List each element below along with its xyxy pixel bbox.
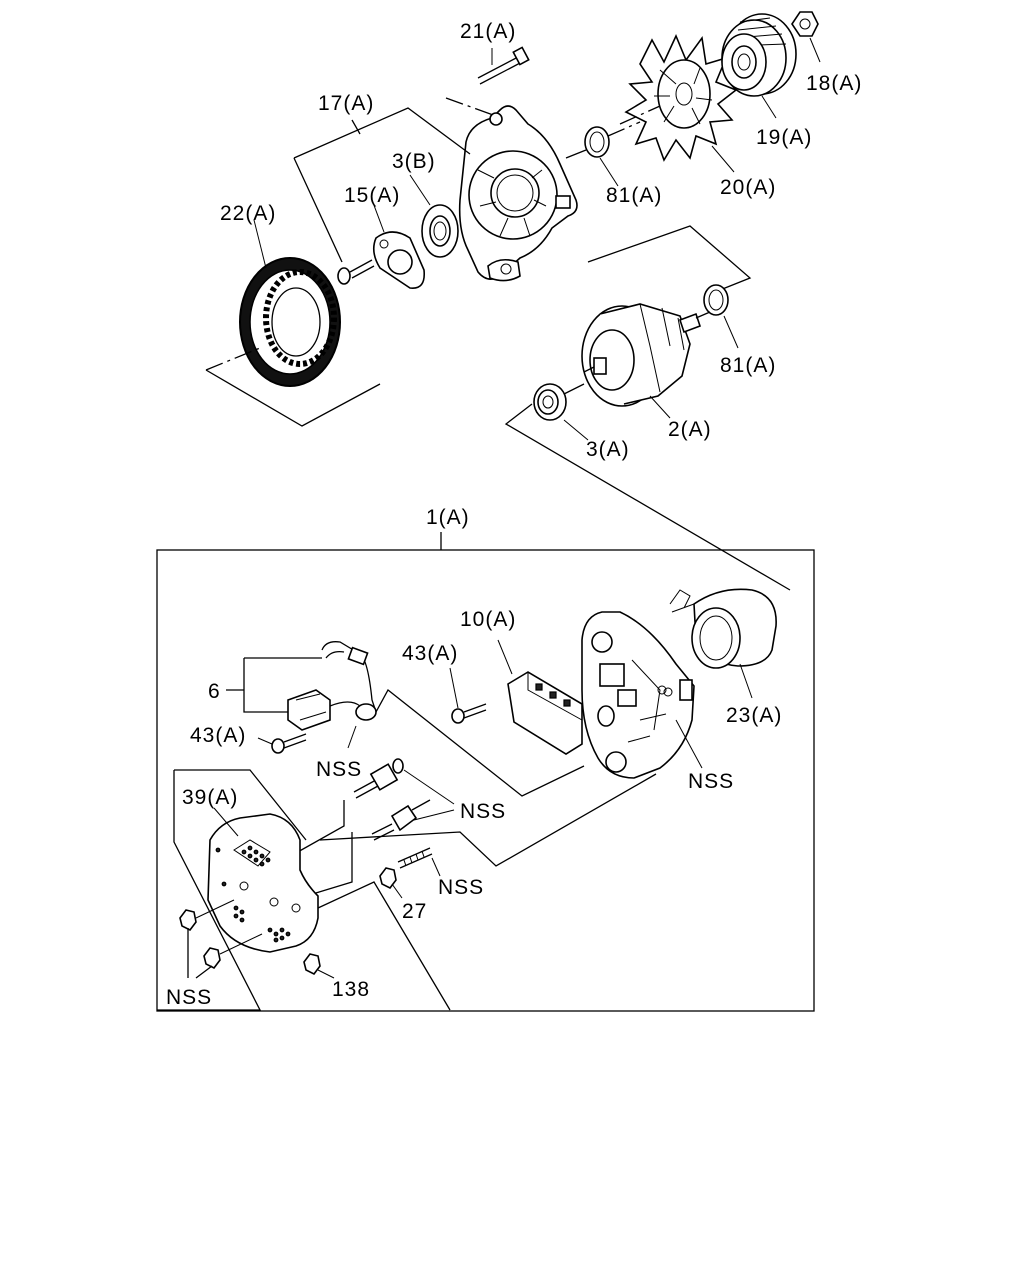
stator-22	[239, 219, 341, 387]
label-18: 18(A)	[806, 72, 862, 95]
label-17: 17(A)	[318, 92, 374, 115]
leader-nut-b	[219, 933, 263, 955]
label-3a: 3(A)	[586, 438, 630, 461]
label-81-upper: 81(A)	[606, 184, 662, 207]
spacer-81-lower	[703, 284, 739, 349]
label-138: 138	[332, 978, 370, 1001]
label-nss-regulator: NSS	[316, 758, 362, 781]
terminal-bolt-lower	[371, 799, 455, 841]
terminal-bolt-upper	[353, 758, 455, 805]
label-21: 21(A)	[460, 20, 516, 43]
label-23: 23(A)	[726, 704, 782, 727]
label-nss-terminal: NSS	[460, 800, 506, 823]
leader-dash-22	[205, 347, 261, 371]
bearing-3b	[409, 174, 459, 258]
leader-bottom	[317, 881, 451, 1011]
leader-rotor-top	[587, 225, 752, 291]
label-nss-nuts: NSS	[166, 986, 212, 1009]
bolt-21	[477, 46, 530, 85]
rotor-2	[581, 303, 711, 419]
regulator-6	[226, 641, 377, 749]
leader-dash-21	[445, 97, 497, 117]
retainer-plate-15	[371, 199, 426, 289]
label-22: 22(A)	[220, 202, 276, 225]
label-3b: 3(B)	[392, 150, 436, 173]
rectifier-dots	[215, 845, 291, 943]
label-6: 6	[208, 680, 221, 703]
cooling-fan-20	[624, 34, 738, 173]
rear-frame	[581, 611, 703, 779]
rear-bearing-holder-23	[669, 588, 777, 699]
leader-nut-a	[195, 899, 235, 919]
spacer-81-upper	[565, 121, 641, 187]
assembly-box-1	[156, 549, 815, 1012]
label-nss-frame: NSS	[688, 770, 734, 793]
nut-138	[303, 953, 335, 979]
label-10: 10(A)	[460, 608, 516, 631]
label-nss-stud: NSS	[438, 876, 484, 899]
pulley-19	[721, 13, 797, 119]
screw-15	[337, 259, 375, 285]
rectifier-39	[157, 769, 319, 1011]
screw-43-upper	[449, 667, 487, 724]
leader-regulator	[375, 689, 585, 797]
leader-to-frame	[319, 773, 657, 867]
label-43-upper: 43(A)	[402, 642, 458, 665]
nut-18	[791, 11, 821, 63]
label-39: 39(A)	[182, 786, 238, 809]
bracket-17	[293, 107, 471, 263]
label-19: 19(A)	[756, 126, 812, 149]
leader-22-bottom	[205, 369, 381, 427]
label-43-lower: 43(A)	[190, 724, 246, 747]
label-15: 15(A)	[344, 184, 400, 207]
nut-nss-left-a	[179, 909, 197, 932]
leader-dash-fan	[619, 105, 661, 125]
label-81-lower: 81(A)	[720, 354, 776, 377]
label-1: 1(A)	[426, 506, 470, 529]
leader-nss-left	[187, 928, 213, 979]
screw-43-lower	[257, 733, 307, 754]
label-20: 20(A)	[720, 176, 776, 199]
label-27: 27	[402, 900, 427, 923]
nut-nss-left-b	[203, 947, 221, 970]
label-2: 2(A)	[668, 418, 712, 441]
leader-stud	[279, 800, 345, 863]
leader-bolt-path	[305, 832, 353, 897]
stud-bolt	[397, 847, 441, 877]
bearing-3a	[504, 383, 791, 591]
nut-27	[379, 867, 403, 899]
brush-holder-10	[497, 639, 583, 755]
drive-end-frame	[458, 105, 578, 282]
